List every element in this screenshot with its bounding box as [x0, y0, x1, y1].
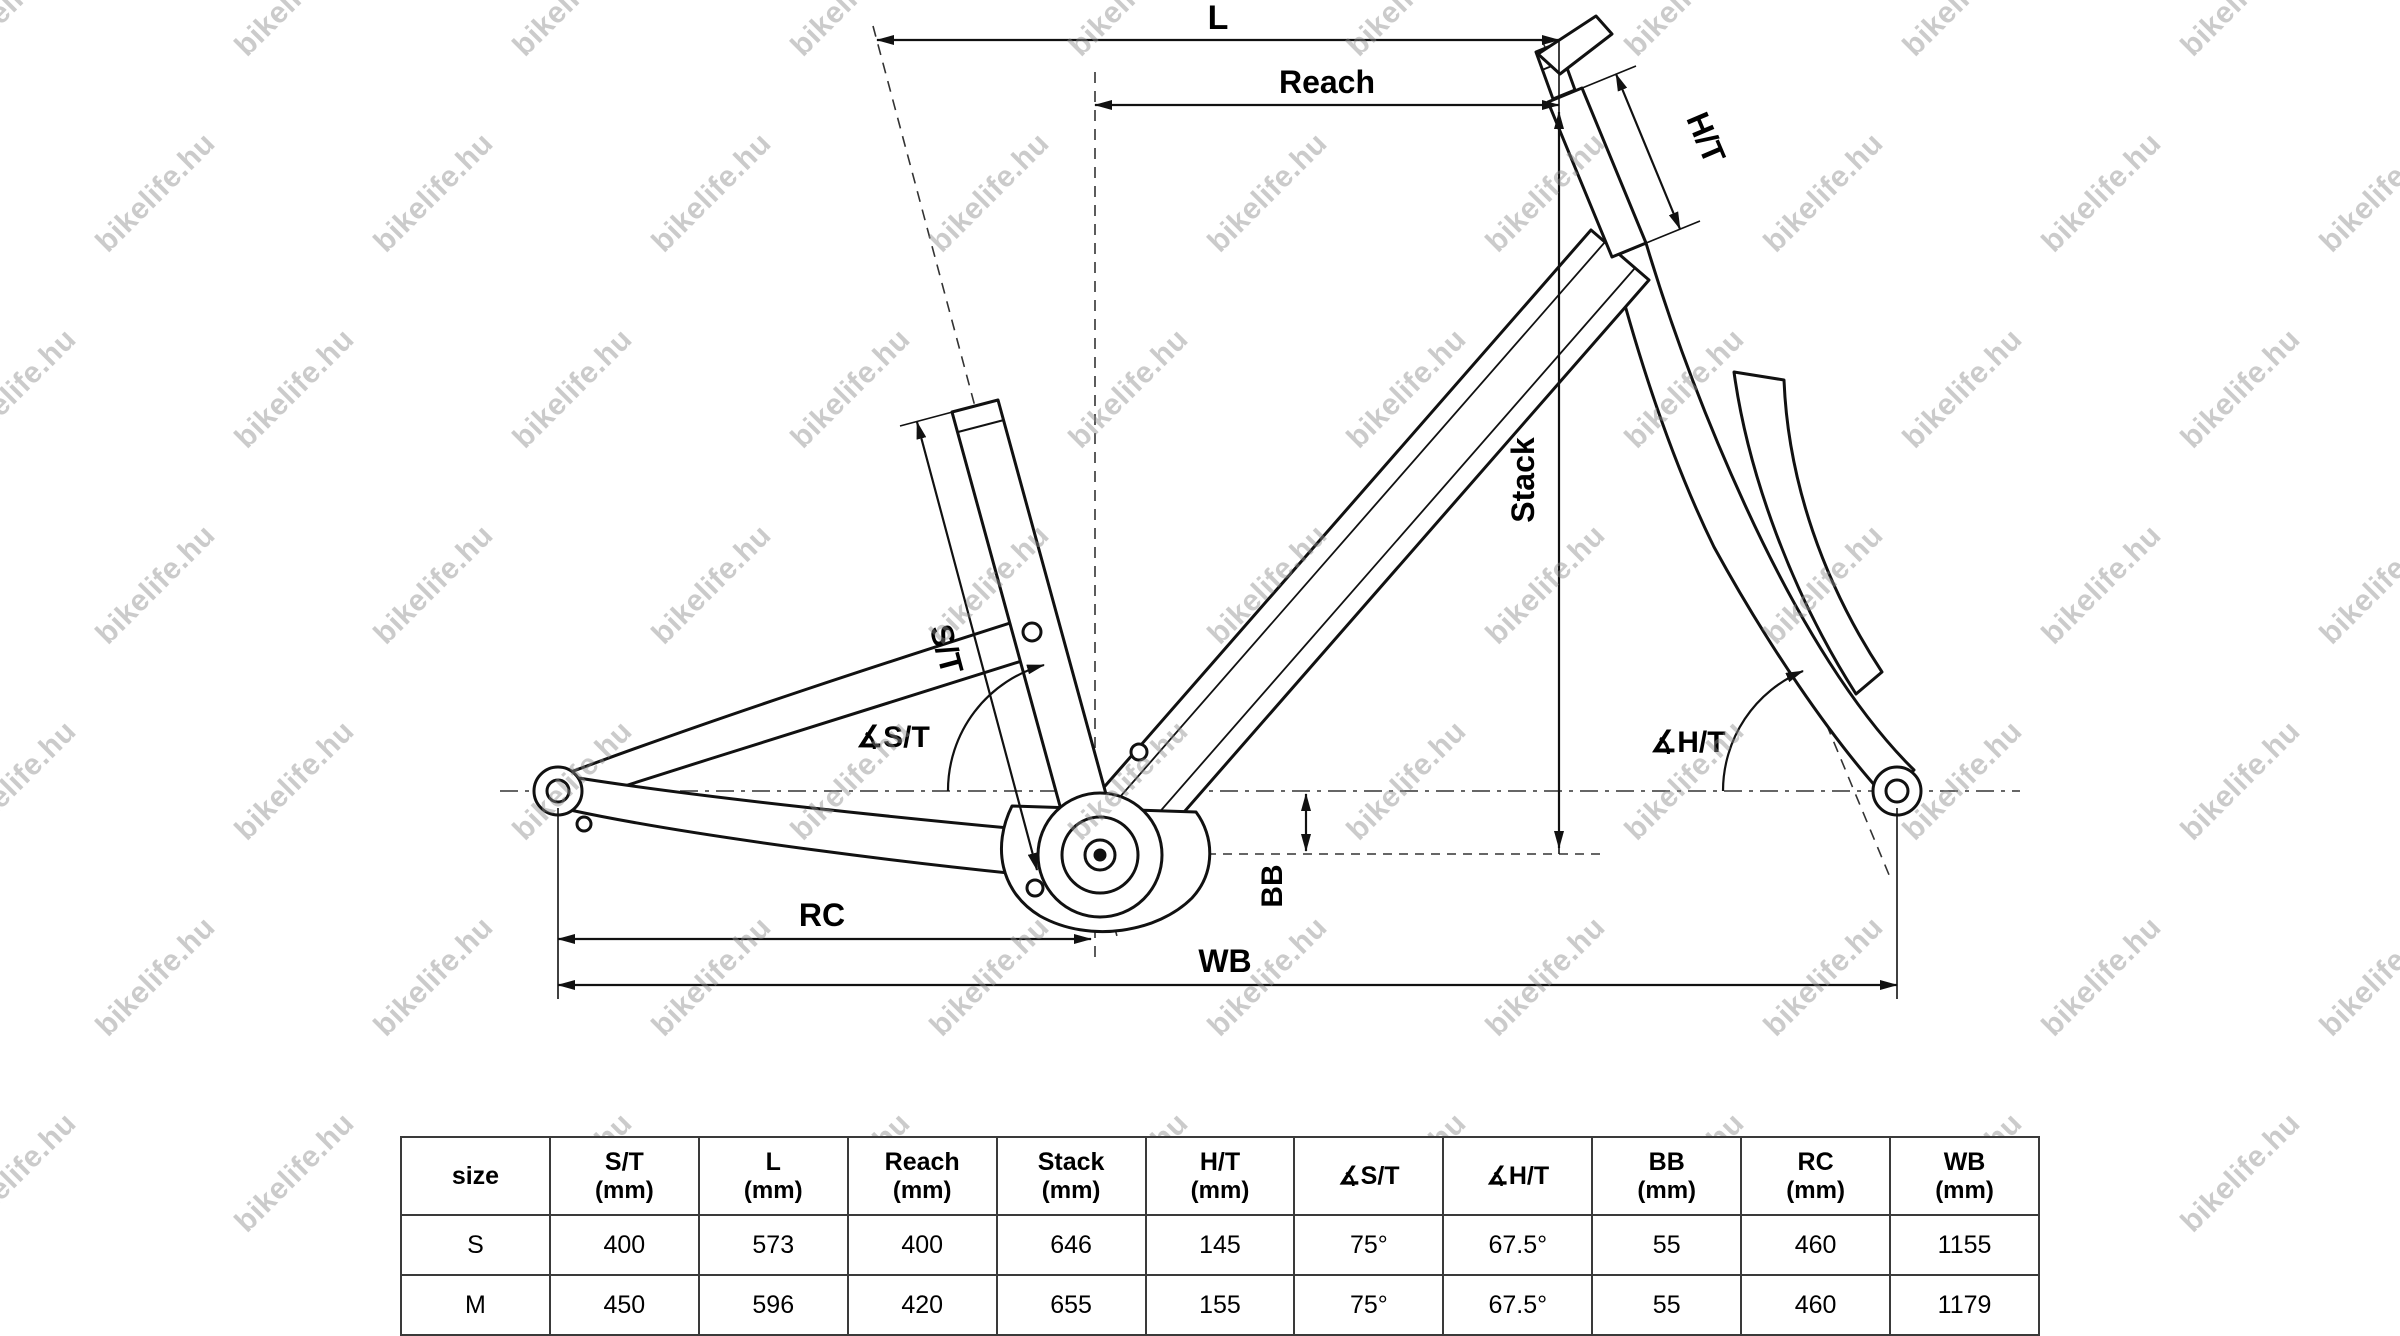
cell-l: 573 — [697, 1214, 849, 1276]
col-label: ∡H/T — [1486, 1162, 1550, 1190]
angle-ht-arc — [1721, 669, 1804, 792]
label-reach: Reach — [1279, 64, 1375, 100]
cell-st: 450 — [548, 1274, 700, 1336]
cell-angle-st: 75° — [1293, 1274, 1445, 1336]
cell-wb: 1155 — [1889, 1214, 2040, 1276]
col-label: Reach — [884, 1147, 960, 1176]
rear-hub-inner — [545, 778, 571, 804]
cell-angle-ht: 67.5° — [1442, 1214, 1594, 1276]
col-label: RC — [1797, 1147, 1834, 1176]
dimension-lines — [557, 35, 1898, 999]
col-unit: (mm) — [1190, 1176, 1250, 1204]
cell-rc: 460 — [1740, 1214, 1892, 1276]
down-tube — [1069, 228, 1651, 877]
col-header-wb: WB (mm) — [1889, 1136, 2040, 1216]
col-label: size — [451, 1162, 500, 1190]
col-unit: (mm) — [743, 1176, 803, 1204]
angle-st-arc — [946, 663, 1045, 792]
frame-geometry-diagram: L Reach H/T Stack S/T ∡S/T ∡H/T BB RC WB — [500, 0, 2020, 999]
bb-center-dot — [1093, 848, 1107, 862]
front-hub-inner — [1884, 778, 1910, 804]
cell-stack: 655 — [995, 1274, 1147, 1336]
down-tube-inner-line-2 — [1084, 241, 1606, 838]
cell-stack: 646 — [995, 1214, 1147, 1276]
cell-size: M — [400, 1274, 551, 1336]
cell-l: 596 — [697, 1274, 849, 1336]
seat-stay — [558, 616, 1046, 806]
col-label: H/T — [1199, 1147, 1241, 1176]
down-tube-inner-line-1 — [1114, 267, 1636, 864]
label-angle-ht: ∡H/T — [1650, 726, 1725, 759]
label-angle-st: ∡S/T — [856, 721, 930, 754]
col-header-reach: Reach (mm) — [846, 1136, 998, 1216]
cell-reach: 420 — [846, 1274, 998, 1336]
col-header-angle-st: ∡S/T — [1293, 1136, 1445, 1216]
col-header-st: S/T (mm) — [548, 1136, 700, 1216]
pivot-bolt-seatstay — [1021, 621, 1043, 643]
seat-tube — [950, 398, 1114, 830]
cell-rc: 460 — [1740, 1274, 1892, 1336]
cell-reach: 400 — [846, 1214, 998, 1276]
pivot-bolt-downtube — [1129, 742, 1149, 762]
cell-ht: 145 — [1144, 1214, 1296, 1276]
label-ht: H/T — [1679, 107, 1732, 169]
cell-wb: 1179 — [1889, 1274, 2040, 1336]
col-header-size: size — [400, 1136, 551, 1216]
col-label: WB — [1943, 1147, 1986, 1176]
col-header-l: L (mm) — [697, 1136, 849, 1216]
table-row-size-s: S 400 573 400 646 145 75° 67.5° 55 460 1… — [400, 1214, 2040, 1276]
col-unit: (mm) — [1041, 1176, 1101, 1204]
col-header-angle-ht: ∡H/T — [1442, 1136, 1594, 1216]
geometry-table: size S/T (mm) L (mm) Reach (mm) — [400, 1136, 2040, 1336]
col-label: BB — [1648, 1147, 1685, 1176]
ht-ext-top — [1569, 65, 1637, 94]
cell-angle-ht: 67.5° — [1442, 1274, 1594, 1336]
col-unit: (mm) — [1935, 1176, 1994, 1204]
col-unit: (mm) — [892, 1176, 952, 1204]
cell-bb: 55 — [1591, 1214, 1743, 1276]
col-header-rc: RC (mm) — [1740, 1136, 1892, 1216]
col-label: S/T — [604, 1147, 644, 1176]
geometry-table-container: size S/T (mm) L (mm) Reach (mm) — [400, 1136, 2040, 1336]
col-header-stack: Stack (mm) — [995, 1136, 1147, 1216]
col-header-ht: H/T (mm) — [1144, 1136, 1296, 1216]
st-ext-top — [899, 405, 976, 427]
col-unit: (mm) — [595, 1176, 654, 1204]
table-row-size-m: M 450 596 420 655 155 75° 67.5° 55 460 1… — [400, 1274, 2040, 1336]
cell-size: S — [400, 1214, 551, 1276]
derailleur-hanger — [575, 815, 593, 833]
cell-bb: 55 — [1591, 1274, 1743, 1336]
label-bb: BB — [1256, 864, 1289, 907]
stem — [1536, 14, 1614, 76]
fork-blade — [1610, 241, 1916, 800]
label-stack: Stack — [1505, 437, 1541, 523]
table-header-row: size S/T (mm) L (mm) Reach (mm) — [400, 1136, 2040, 1216]
col-label: ∡S/T — [1338, 1162, 1400, 1190]
cell-st: 400 — [548, 1214, 700, 1276]
col-header-bb: BB (mm) — [1591, 1136, 1743, 1216]
label-rc: RC — [799, 897, 845, 933]
cell-ht: 155 — [1144, 1274, 1296, 1336]
col-label: Stack — [1037, 1147, 1105, 1176]
cell-angle-st: 75° — [1293, 1214, 1445, 1276]
label-wb: WB — [1198, 943, 1251, 979]
col-unit: (mm) — [1637, 1176, 1697, 1204]
ht-ext-bottom — [1633, 220, 1701, 249]
pivot-bolt-motor — [1025, 878, 1045, 898]
dim-ht-line — [1614, 73, 1682, 230]
col-unit: (mm) — [1786, 1176, 1845, 1204]
label-l: L — [1208, 0, 1229, 37]
col-label: L — [765, 1147, 781, 1176]
fork-lowers — [1732, 370, 1884, 696]
dim-st-line — [915, 421, 1039, 871]
